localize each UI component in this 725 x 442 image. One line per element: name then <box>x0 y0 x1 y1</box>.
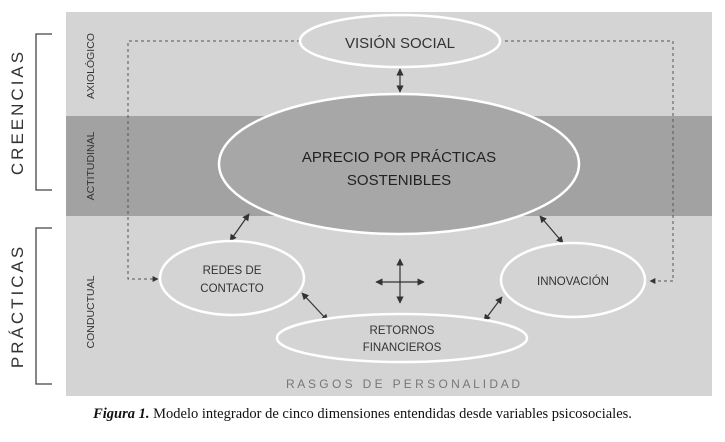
innovation-label: INNOVACIÓN <box>537 275 609 288</box>
returns-label-line1: RETORNOS <box>370 325 435 337</box>
innovation-node <box>499 241 647 319</box>
caption-text: Modelo integrador de cinco dimensiones e… <box>149 406 632 422</box>
networks-label-line1: REDES DE <box>203 265 262 277</box>
practices-label: PRÁCTICAS <box>8 244 27 368</box>
attitudinal-label: ACTITUDINAL <box>85 131 97 200</box>
appreciation-label-line1: APRECIO POR PRÁCTICAS <box>302 149 496 166</box>
returns-label-line2: FINANCIEROS <box>363 342 442 354</box>
returns-node <box>275 312 529 364</box>
beliefs-label: CREENCIAS <box>8 49 27 175</box>
axiological-label: AXIOLÓGICO <box>84 33 97 99</box>
social-vision-label: VISIÓN SOCIAL <box>345 35 455 52</box>
arrow-innovation-returns <box>483 296 503 322</box>
practices-bracket <box>35 227 52 385</box>
appreciation-label-line2: SOSTENIBLES <box>347 172 451 189</box>
behavioral-label: CONDUCTUAL <box>85 275 97 348</box>
dashed-connector-left <box>127 40 300 282</box>
social-vision-node <box>298 13 502 69</box>
networks-label-line2: CONTACTO <box>200 283 264 295</box>
caption-lead: Figura 1. <box>93 406 150 422</box>
networks-node <box>158 239 306 317</box>
arrow-networks-returns <box>301 292 329 322</box>
dashed-connector-right <box>505 40 674 284</box>
arrow-appreciation-networks <box>229 213 250 242</box>
appreciation-node <box>217 92 581 236</box>
arrow-appreciation-innovation <box>539 215 564 244</box>
beliefs-bracket <box>35 33 52 191</box>
personality-traits-label: R A S G O S D E P E R S O N A L I D A D <box>286 377 520 391</box>
figure-caption: Figura 1. Modelo integrador de cinco dim… <box>0 406 725 423</box>
